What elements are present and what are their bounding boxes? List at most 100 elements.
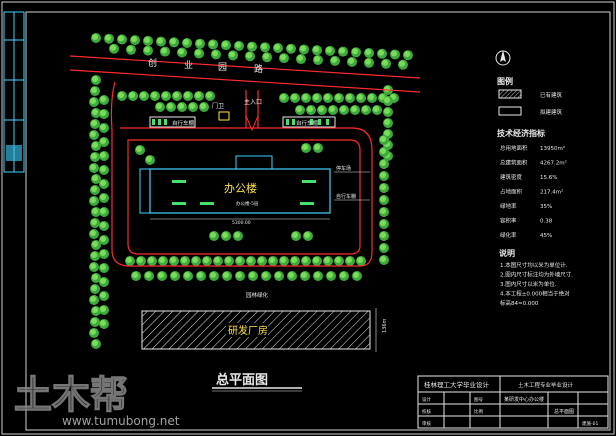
indicator-value: 13950m²	[540, 145, 565, 152]
tree-icon	[99, 207, 109, 217]
tree-icon	[89, 196, 99, 206]
tree-icon	[347, 56, 357, 67]
tree-icon	[99, 263, 109, 273]
tree-icon	[403, 50, 413, 61]
tree-icon	[99, 151, 109, 161]
tree-icon	[221, 40, 231, 51]
tree-icon	[209, 231, 219, 241]
indicator-value: 217.4m²	[540, 189, 563, 196]
tree-icon	[172, 91, 182, 101]
tree-icon	[131, 271, 141, 281]
tree-icon	[299, 44, 309, 55]
tree-icon	[90, 185, 100, 195]
indicator-name: 绿地率	[500, 202, 517, 210]
tree-icon	[99, 277, 109, 287]
drawing-title: 总平面图	[212, 372, 302, 392]
tree-icon	[90, 86, 100, 96]
tree-icon	[312, 45, 322, 56]
tree-icon	[99, 249, 109, 259]
tree-icon	[199, 102, 209, 112]
tree-icon	[90, 251, 100, 261]
tree-icon	[398, 59, 408, 70]
tree-icon	[194, 48, 204, 59]
watermark-url: www.tumubong.net	[62, 414, 180, 428]
tree-icon	[157, 271, 167, 281]
title-block-cell-3: 审核	[422, 420, 431, 427]
tree-icon	[91, 75, 101, 85]
tree-icon	[169, 37, 179, 48]
tree-icon	[361, 105, 371, 115]
tree-icon	[351, 47, 361, 58]
guard-house	[218, 111, 230, 121]
factory-building: 研发厂房 136m	[141, 308, 388, 352]
tree-icon	[125, 256, 135, 266]
tree-icon	[379, 171, 389, 181]
note-line: 4.本工程±0.000相当于绝对	[500, 290, 570, 298]
tree-icon	[268, 256, 278, 266]
tree-icon	[89, 97, 99, 107]
design-notes: 说明 1.本图尺寸均以米为单位计.2.图内尺寸标注均为外墙尺寸.3.图内尺寸以米…	[499, 248, 573, 307]
legend-heading: 图例	[497, 76, 513, 86]
tree-icon	[195, 38, 205, 49]
tree-icon	[89, 130, 99, 140]
tree-icon	[222, 271, 232, 281]
tree-icon	[99, 319, 109, 329]
tree-icon	[257, 256, 267, 266]
tree-icon	[177, 102, 187, 112]
title-block-sub-project: 某研发中心办公楼	[504, 396, 544, 403]
tree-icon	[306, 105, 316, 115]
bike-shed-right: 自行车棚	[282, 116, 336, 128]
tree-icon	[260, 42, 270, 53]
tree-icon	[290, 93, 300, 103]
tree-icon	[367, 93, 377, 103]
tree-icon	[364, 48, 374, 59]
tree-icon	[377, 48, 387, 59]
tree-icon	[99, 137, 109, 147]
tree-icon	[379, 135, 389, 145]
tree-icon	[128, 91, 138, 101]
tree-icon	[191, 256, 201, 266]
indicator-name: 容积率	[500, 217, 517, 225]
tree-icon	[147, 256, 157, 266]
entrance-label: 主入口	[244, 98, 262, 106]
legend-item-new: 拟建建筑	[540, 108, 563, 116]
tree-icon	[143, 45, 153, 56]
tree-icon	[334, 93, 344, 103]
tree-icon	[379, 243, 389, 253]
tree-icon	[273, 43, 283, 54]
tree-icon	[312, 256, 322, 266]
indicator-value: 35%	[540, 204, 552, 210]
tree-icon	[234, 40, 244, 51]
title-block-cell-4: 图号	[474, 397, 483, 403]
tree-icon	[313, 54, 323, 65]
tree-icon	[279, 256, 289, 266]
tree-icon	[352, 271, 362, 281]
tree-icon	[145, 155, 155, 165]
indicator-name: 总建筑面积	[500, 159, 528, 167]
tree-icon	[323, 93, 333, 103]
tree-icon	[211, 49, 221, 60]
green-area-label: 园林绿化	[246, 291, 269, 299]
road-name-char-1: 创	[148, 57, 157, 69]
office-label: 办公楼	[224, 181, 257, 195]
legend-empty-swatch	[498, 106, 522, 116]
tree-icon	[339, 271, 349, 281]
tree-icon	[301, 93, 311, 103]
tree-icon	[356, 256, 366, 266]
parking-right: 停车场 自行车棚	[334, 165, 370, 201]
guard-label: 门卫	[212, 102, 224, 110]
tree-icon	[180, 256, 190, 266]
tree-icon	[117, 91, 127, 101]
tree-icon	[301, 143, 311, 153]
tree-icon	[99, 179, 109, 189]
title-block-school: 桂林理工大学毕业设计	[424, 380, 490, 389]
tree-icon	[90, 152, 100, 162]
office-building: 办公楼 办公楼-5层 5300.00	[139, 155, 331, 226]
tree-icon	[99, 109, 109, 119]
legend: 图例 已有建筑 拟建建筑	[495, 50, 563, 116]
binding-strip	[3, 11, 25, 173]
title-block-cell-2: 校核	[422, 408, 431, 415]
title-block: 桂林理工大学毕业设计 土木工程专业毕业设计 某研发中心办公楼 总平面图 设计 校…	[417, 375, 609, 429]
tree-icon	[356, 93, 366, 103]
